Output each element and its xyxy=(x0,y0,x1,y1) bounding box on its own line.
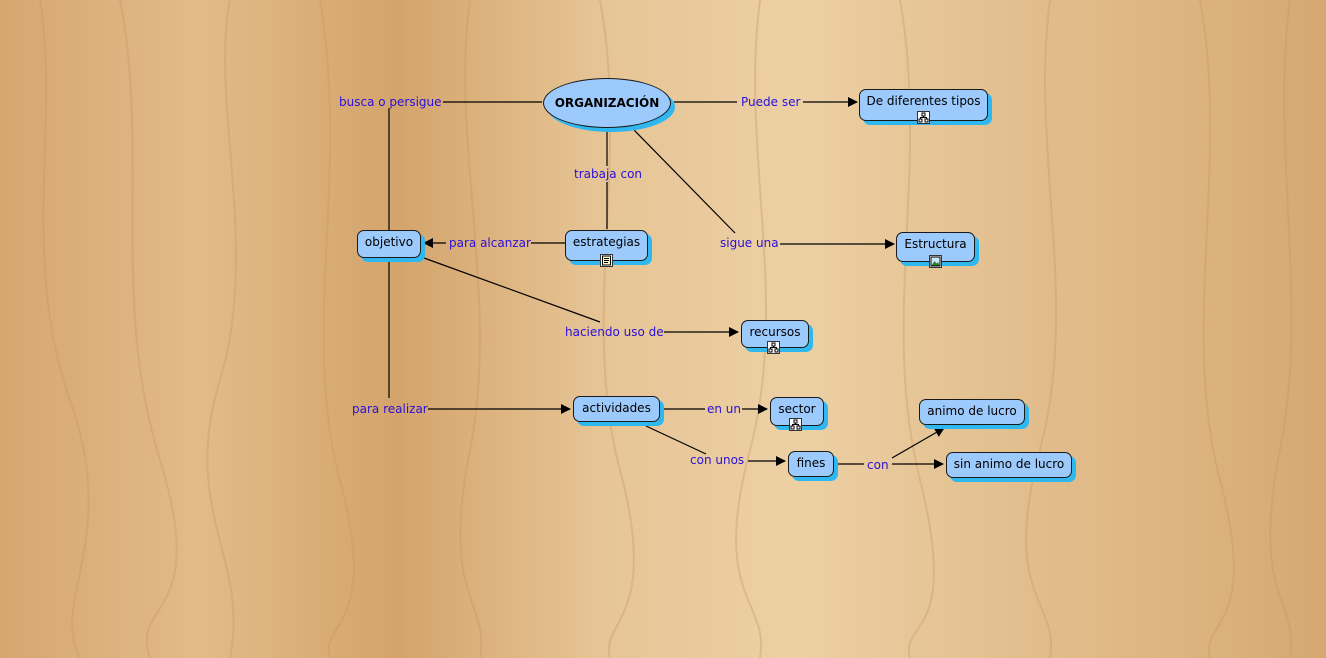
node-actividades[interactable]: actividades xyxy=(573,396,660,422)
node-label: actividades xyxy=(582,401,651,415)
node-estrategias[interactable]: estrategias xyxy=(565,230,648,267)
link-line xyxy=(633,129,736,234)
node-label: objetivo xyxy=(364,235,414,249)
node-recursos[interactable]: recursos xyxy=(741,320,809,354)
document-icon[interactable] xyxy=(600,254,613,267)
node-objetivo[interactable]: objetivo xyxy=(357,230,421,258)
link-puede-ser: Puede ser xyxy=(741,95,801,109)
node-label: fines xyxy=(796,456,826,470)
resources-tree-icon[interactable] xyxy=(767,341,780,354)
node-sector[interactable]: sector xyxy=(770,397,824,431)
link-trabaja-con: trabaja con xyxy=(574,167,643,181)
node-label: estrategias xyxy=(572,235,641,249)
link-haciendo-uso-de: haciendo uso de xyxy=(565,325,664,339)
link-para-realizar: para realizar xyxy=(352,402,428,416)
link-busca-o-persigue: busca o persigue xyxy=(339,95,442,109)
node-animo-de-lucro[interactable]: animo de lucro xyxy=(919,399,1025,425)
node-label: animo de lucro xyxy=(927,404,1017,418)
node-sin-animo-de-lucro[interactable]: sin animo de lucro xyxy=(946,452,1072,478)
resources-tree-icon[interactable] xyxy=(917,111,930,124)
node-label: sin animo de lucro xyxy=(953,457,1065,471)
node-label: Estructura xyxy=(904,237,967,251)
node-diferentes-tipos[interactable]: De diferentes tipos xyxy=(859,89,988,124)
link-con-unos: con unos xyxy=(690,453,745,467)
link-para-alcanzar: para alcanzar xyxy=(449,236,531,250)
link-line xyxy=(891,427,945,459)
node-label: recursos xyxy=(749,325,801,339)
link-line xyxy=(645,425,707,455)
link-sigue-una: sigue una xyxy=(720,236,779,250)
node-organizacion[interactable]: ORGANIZACIÓN xyxy=(543,78,671,128)
link-con: con xyxy=(867,458,889,472)
link-line xyxy=(423,257,601,323)
resources-tree-icon[interactable] xyxy=(789,418,802,431)
node-label: sector xyxy=(778,402,816,416)
node-fines[interactable]: fines xyxy=(788,451,834,477)
node-label: ORGANIZACIÓN xyxy=(554,96,660,110)
link-en-un: en un xyxy=(707,402,742,416)
image-icon[interactable] xyxy=(929,255,942,268)
node-label: De diferentes tipos xyxy=(866,94,981,108)
node-estructura[interactable]: Estructura xyxy=(896,232,975,268)
